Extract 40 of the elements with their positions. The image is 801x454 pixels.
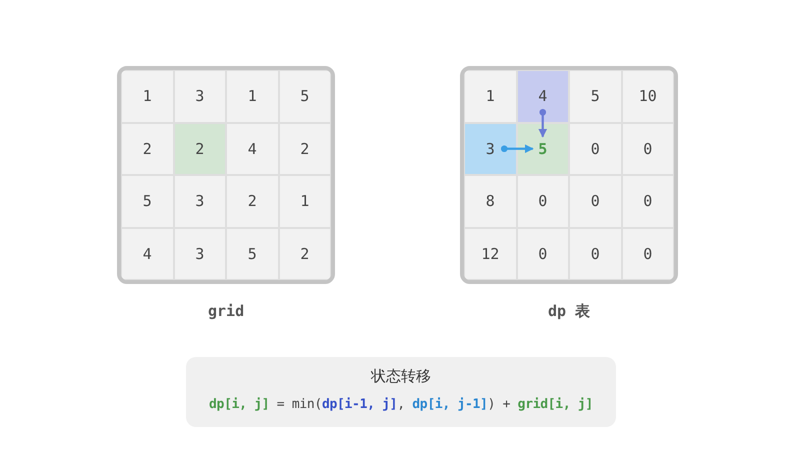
grid-cell: 3 — [464, 122, 516, 175]
card-heading: 状态转移 — [370, 367, 432, 386]
arrow — [538, 108, 548, 138]
grid-frame — [460, 66, 678, 284]
grid-cell: 10 — [622, 70, 674, 122]
grid-cell: 0 — [516, 175, 569, 228]
grid-cell: 5 — [569, 70, 622, 122]
grid-cell: 0 — [516, 228, 569, 280]
grid-cell: 1 — [278, 175, 331, 228]
grid-cell: 1 — [121, 70, 174, 122]
grid-cell: 12 — [464, 228, 516, 280]
grid-cell: 0 — [569, 175, 622, 228]
arrow — [500, 144, 534, 154]
grid-caption: dp 表 — [548, 302, 590, 321]
grid-cell: 3 — [174, 228, 226, 280]
grid-cell: 0 — [622, 122, 674, 175]
grid-cell: 0 — [569, 122, 622, 175]
grid-cell: 0 — [569, 228, 622, 280]
grid-cell: 3 — [174, 70, 226, 122]
grid-frame — [117, 66, 335, 284]
grid-cell: 5 — [226, 228, 278, 280]
grid-cell: 4 — [226, 122, 278, 175]
formula-text: dp[i, j] = min(dp[i-1, j], dp[i, j-1]) + grid[i, j] — [208, 397, 594, 412]
grid-cell: 3 — [174, 175, 226, 228]
grid-cell: 5 — [516, 122, 569, 175]
grid-cell: 2 — [121, 122, 174, 175]
grid-cell: 2 — [174, 122, 226, 175]
grid-cell: 4 — [121, 228, 174, 280]
grid-cell: 0 — [622, 175, 674, 228]
grid-cell: 0 — [622, 228, 674, 280]
grid-cell: 5 — [121, 175, 174, 228]
grid-cell: 8 — [464, 175, 516, 228]
grid-cell: 5 — [278, 70, 331, 122]
grid-cell: 2 — [226, 175, 278, 228]
grid-cell: 4 — [516, 70, 569, 122]
grid-cell: 1 — [226, 70, 278, 122]
grid-cell: 2 — [278, 228, 331, 280]
grid-caption: grid — [208, 302, 244, 320]
grid-cell: 2 — [278, 122, 331, 175]
grid-cell: 1 — [464, 70, 516, 122]
